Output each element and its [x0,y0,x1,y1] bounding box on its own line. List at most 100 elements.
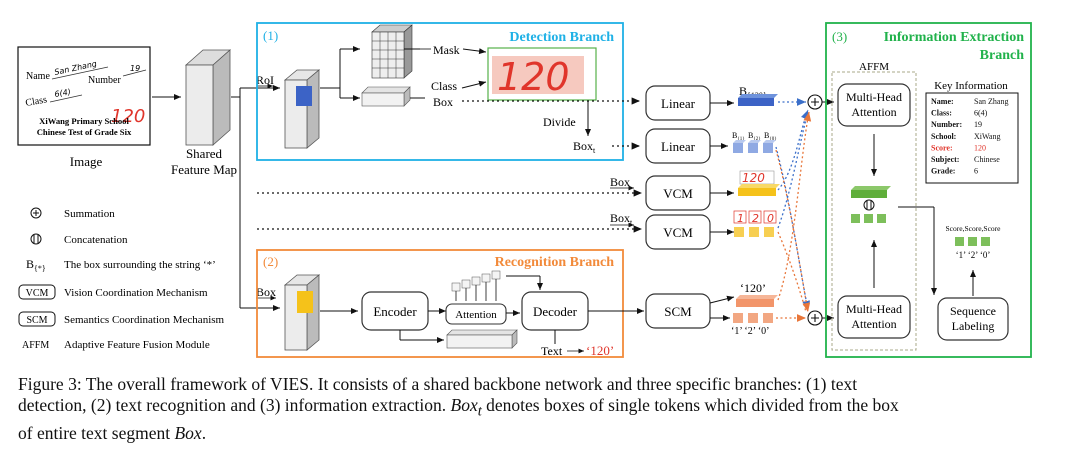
legend-affm: Adaptive Feature Fusion Module [64,339,210,351]
legend-concatenation: Concatenation [64,234,128,246]
scm-label: SCM [664,304,692,319]
mha-bottom-label-1: Multi-Head [846,302,902,316]
extraction-branch: (3) Information Extraction Branch AFFM M… [825,22,1032,358]
key-info-title: Key Information [934,80,1008,92]
summation-node-top [807,94,823,110]
number-label: Number [88,75,121,86]
vcm-score-image: 120 [742,171,765,185]
key-info-value: Chinese [974,155,1000,164]
box-recog-label: Box [256,285,276,299]
key-info-key: Class: [931,109,952,118]
detection-title: Detection Branch [509,30,614,45]
sequence-label-2: Labeling [952,319,995,333]
extraction-title-2: Branch [980,48,1025,63]
b0-label: B{0} [764,131,777,142]
affm-label: AFFM [859,61,889,73]
key-info-value: 120 [974,143,986,152]
detection-branch: (1) Detection Branch Mask Class Box 120 [256,22,640,161]
routing-arrows [775,98,812,322]
divide-label: Divide [543,115,576,129]
token-features: B{120} B{1} B{2} B{0} 120 1 2 0 ‘120’ ‘1… [731,84,780,337]
legend-affm-symbol: AFFM [22,340,49,351]
figure-caption: Figure 3: The overall framework of VIES.… [18,374,1068,444]
key-info-value: 19 [974,120,982,129]
concatenation-node [863,199,875,211]
class-value: 6(4) [54,87,72,99]
recognition-branch: (2) Recognition Branch Encoder Attention… [256,249,644,358]
recognition-title: Recognition Branch [495,255,615,270]
recognition-number: (2) [263,254,278,269]
mha-top-label-2: Attention [851,105,896,119]
caption-line-3: of entire text segment Box. [18,422,207,443]
b2-label: B{2} [748,131,761,142]
sequence-labeling-box [937,297,1009,341]
image-caption: Image [70,154,103,169]
masked-score: 120 [497,55,570,99]
middle-modules: Linear Linear VCM VCM SCM [645,85,735,329]
mha-bottom-box [837,295,911,339]
mask-label: Mask [433,43,460,57]
test-line: Chinese Test of Grade Six [37,127,132,137]
key-info-key: Subject: [931,155,959,164]
legend-scm-symbol: SCM [26,315,47,326]
framework-diagram: Name San Zhang Number 19 Class 6(4) 120 … [17,22,1032,358]
key-info-value: 6(4) [974,109,988,118]
key-info-key: Number: [931,120,962,129]
legend-box-symbol: B{*} [26,257,46,273]
shared-label-1: Shared [186,146,223,161]
encoder-label: Encoder [373,304,417,319]
extraction-number: (3) [832,29,847,44]
roi-label: RoI [256,73,274,87]
key-info-key: School: [931,132,956,141]
school-line: XiWang Primary School [39,116,129,126]
key-info-key: Name: [931,97,954,106]
vcm-digit-2: 2 [752,212,759,225]
mha-bottom-label-2: Attention [851,317,896,331]
vcm-label-1: VCM [663,186,693,201]
key-info-value: 6 [974,167,978,176]
name-label: Name [26,71,50,82]
linear-label-2: Linear [661,139,696,154]
vcm-label-2: VCM [663,225,693,240]
input-image: Name San Zhang Number 19 Class 6(4) 120 … [17,46,151,146]
legend: Summation Concatenation B{*} The box sur… [18,207,225,351]
text-output-prefix: Text [541,344,563,358]
linear-label-1: Linear [661,96,696,111]
key-info-value: XiWang [974,132,1000,141]
score-digits: ‘1’ ‘2’ ‘0’ [956,250,991,260]
mha-top-label-1: Multi-Head [846,90,902,104]
key-info-card [925,92,1019,184]
number-value: 19 [130,64,140,73]
handwritten-score: 120 [111,106,145,127]
shared-label-2: Feature Map [171,162,237,177]
key-info-value: San Zhang [974,97,1008,106]
legend-vcm-symbol: VCM [26,288,49,299]
text-output-value: ‘120’ [586,343,614,358]
attention-box [445,303,507,325]
summation-node-bottom [807,310,823,326]
box-vcm2-label: Boxt [610,211,633,227]
score-triplet: Score,Score,Score [946,224,1002,233]
detection-number: (1) [263,28,278,43]
vcm-digit-1: 1 [737,212,744,225]
scm-bot-label: ‘1’ ‘2’ ‘0’ [731,326,770,337]
b1-label: B{1} [732,131,745,142]
sequence-label-1: Sequence [950,304,996,318]
class-label-det: Class [431,79,457,93]
legend-box: The box surrounding the string ‘*’ [64,259,216,271]
scm-top-label: ‘120’ [740,281,766,295]
legend-vcm: Vision Coordination Mechanism [64,287,208,299]
box-label-det: Box [433,95,453,109]
shared-feature-map [184,49,232,146]
legend-scm: Semantics Coordination Mechanism [64,314,225,326]
attention-cubes [451,270,501,292]
key-info-key: Grade: [931,167,955,176]
decoder-label: Decoder [533,304,578,319]
vcm-digit-0: 0 [767,212,774,225]
caption-line-2: detection, (2) text recognition and (3) … [18,395,899,420]
extraction-title-1: Information Extraction [884,30,1025,45]
class-label: Class [25,94,48,109]
box-vcm1-label: Box [610,175,630,189]
key-info-key: Score: [931,143,953,152]
